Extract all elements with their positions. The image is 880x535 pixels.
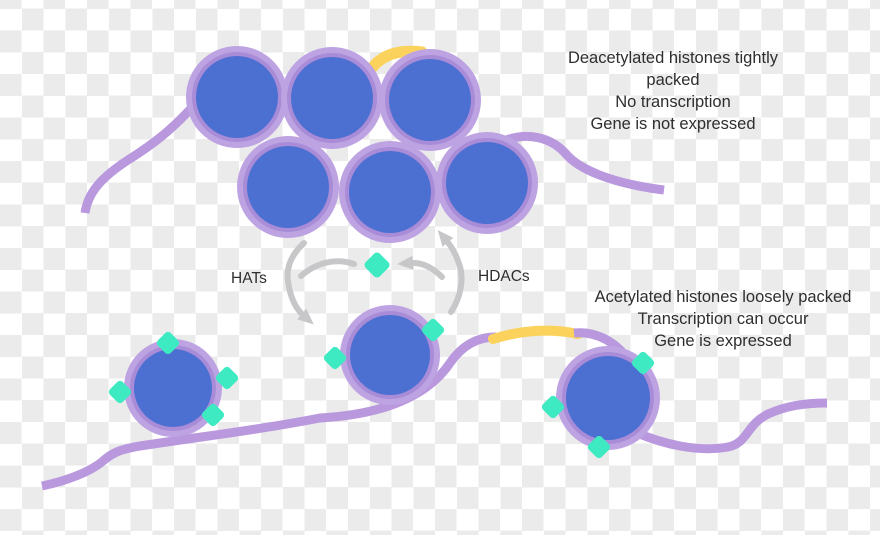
annotation-line: Gene is not expressed	[590, 115, 756, 133]
gene-segment-exposed-icon	[488, 325, 583, 344]
acetylated-annotation: Acetylated histones loosely packed Trans…	[591, 286, 855, 352]
annotation-line: No transcription	[615, 93, 731, 111]
histone-packed-6	[436, 132, 538, 234]
acetyl-group-free-icon	[362, 250, 392, 280]
acetyl-release-arrow	[397, 255, 445, 280]
histone-packed-3	[379, 49, 481, 151]
dna-strand-left-tail	[80, 100, 200, 214]
hdacs-arrow	[437, 230, 465, 315]
hdacs-label: HDACs	[478, 268, 530, 285]
histone-acetylated-2	[340, 305, 440, 405]
hats-label: HATs	[231, 270, 267, 287]
hats-arrow	[284, 240, 314, 325]
annotation-line: Acetylated histones loosely packed	[594, 288, 852, 306]
histone-packed-2	[281, 47, 383, 149]
histone-packed-1	[186, 46, 288, 148]
annotation-line: Gene is expressed	[654, 332, 792, 350]
histone-packed-5	[339, 141, 441, 243]
annotation-line: Deacetylated histones tightly packed	[567, 49, 779, 89]
annotation-line: Transcription can occur	[637, 310, 809, 328]
acetyl-in-tail	[298, 258, 357, 279]
histone-packed-4	[237, 136, 339, 238]
deacetylated-annotation: Deacetylated histones tightly packed No …	[540, 47, 806, 135]
